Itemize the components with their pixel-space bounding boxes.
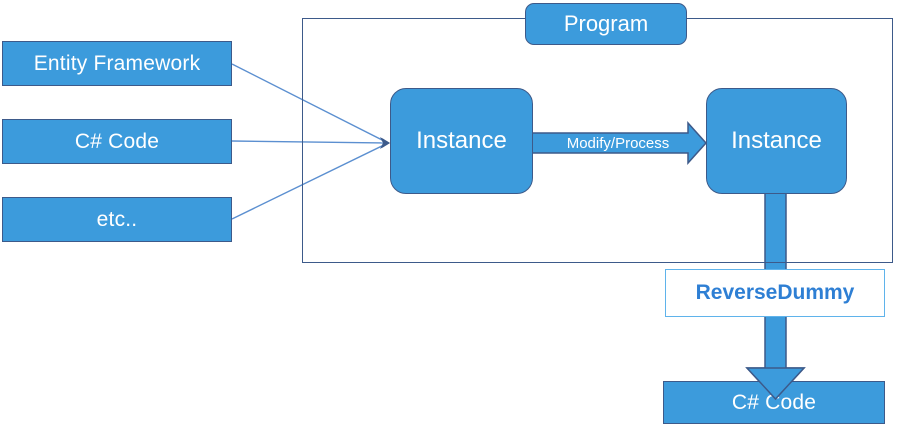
source-box-label: Entity Framework xyxy=(33,51,201,75)
source-box-label: etc.. xyxy=(96,207,138,231)
output-box-label: C# Code xyxy=(731,390,817,414)
instance-label: Instance xyxy=(416,127,507,154)
program-title-text: Program xyxy=(563,11,649,36)
instance-box-initial[interactable]: Instance xyxy=(390,88,533,194)
program-title-tag[interactable]: Program xyxy=(525,3,687,45)
instance-label: Instance xyxy=(731,127,822,154)
source-box-label: C# Code xyxy=(74,129,160,153)
source-box-etc[interactable]: etc.. xyxy=(2,197,232,242)
modify-process-arrow xyxy=(529,121,708,165)
source-connector-lines xyxy=(231,63,389,220)
source-box-csharp-code[interactable]: C# Code xyxy=(2,119,232,164)
reversedummy-box[interactable]: ReverseDummy xyxy=(665,269,885,317)
source-connector-arrowheads xyxy=(380,137,390,149)
modify-process-text: Modify/Process xyxy=(566,135,670,152)
output-box-csharp-code[interactable]: C# Code xyxy=(663,381,885,424)
modify-process-label: Modify/Process xyxy=(548,133,688,154)
instance-box-modified[interactable]: Instance xyxy=(706,88,847,194)
source-box-entity-framework[interactable]: Entity Framework xyxy=(2,41,232,86)
reversedummy-label: ReverseDummy xyxy=(695,281,855,304)
